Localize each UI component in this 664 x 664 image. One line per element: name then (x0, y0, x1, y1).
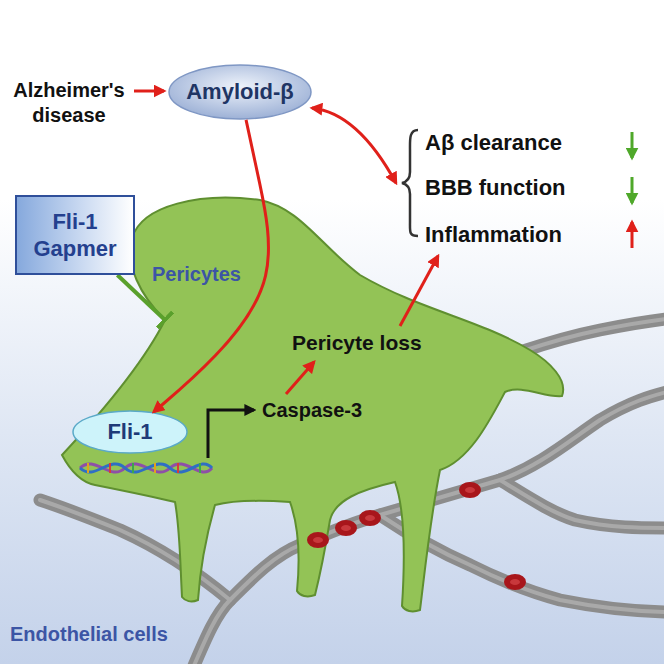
blood-vessel (500, 480, 664, 528)
vessel-highlight (500, 480, 664, 528)
feedback-arrow (312, 108, 396, 183)
node-label: Fli-1 Gapmer (23, 208, 127, 263)
outcome-label: Inflammation (425, 222, 562, 248)
pericyte-cell: Fli-1 PericytesCaspase-3 Pericyte loss (55, 188, 570, 618)
decrease-arrow (631, 177, 634, 203)
red-blood-cell (359, 510, 381, 526)
transcription-factor-ellipse: Fli-1 (72, 410, 188, 454)
red-blood-cell (307, 532, 329, 548)
red-blood-cell (335, 520, 357, 536)
cause-arrow (134, 90, 164, 93)
molecule-ellipse: Amyloid-β (168, 64, 312, 120)
dna-rung (87, 463, 89, 473)
node-label: Fli-1 (107, 419, 152, 445)
dna-rung (109, 463, 111, 473)
red-blood-cell-center (313, 537, 323, 543)
structure-label: Endothelial cells (10, 622, 168, 646)
protein-label: Caspase-3 (262, 398, 362, 422)
process-label: Pericyte loss (292, 330, 422, 355)
drug-box: Fli-1 Gapmer (15, 195, 135, 275)
blood-vessel (520, 318, 664, 352)
cell-body (62, 198, 563, 612)
increase-arrow (631, 222, 634, 248)
dna-rung (154, 463, 156, 473)
decrease-arrow (631, 132, 634, 158)
outcome-label: Aβ clearance (425, 130, 562, 156)
dna-rung (199, 463, 201, 473)
outcome-label: BBB function (425, 175, 566, 201)
node-label: Amyloid-β (186, 79, 294, 105)
red-blood-cell-center (510, 579, 520, 585)
dna-rung (177, 463, 179, 473)
cause-label: Alzheimer's disease (6, 78, 132, 128)
red-blood-cell (504, 574, 526, 590)
dna-rung (132, 463, 134, 473)
ellipse-shape (169, 65, 311, 119)
red-blood-cell-center (341, 525, 351, 531)
red-blood-cell-center (465, 487, 475, 493)
cell-name: Pericytes (152, 262, 241, 286)
red-blood-cell-center (365, 515, 375, 521)
red-blood-cell (459, 482, 481, 498)
ellipse-shape (73, 411, 187, 453)
curly-bracket (402, 130, 418, 236)
vessel-highlight (520, 318, 664, 352)
